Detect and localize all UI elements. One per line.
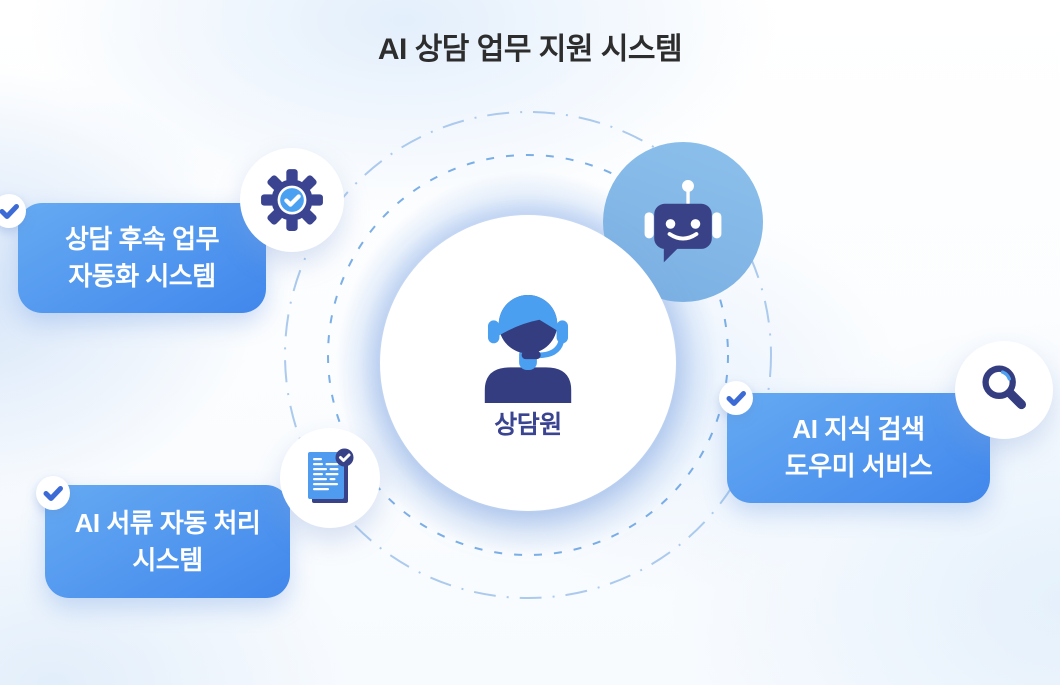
node-label-line: 상담 후속 업무 — [65, 224, 219, 254]
agent-label: 상담원 — [494, 411, 562, 439]
check-icon — [43, 486, 63, 501]
headset-agent-icon — [484, 294, 572, 403]
node-label-line: 시스템 — [132, 544, 203, 575]
node-label-line: AI 서류 자동 처리 — [74, 507, 261, 538]
node-box-document-processing: AI 서류 자동 처리 시스템 — [45, 485, 290, 598]
document-circle — [280, 428, 380, 528]
agent-circle: 상담원 — [380, 215, 676, 511]
check-badge — [36, 476, 70, 510]
check-badge — [0, 194, 26, 228]
check-badge — [719, 381, 753, 415]
check-icon — [726, 391, 746, 406]
gear-check-icon — [261, 169, 323, 231]
check-icon — [0, 204, 19, 219]
node-box-knowledge-search: AI 지식 검색 도우미 서비스 — [727, 393, 990, 503]
gear-circle — [240, 148, 344, 252]
document-check-icon — [308, 448, 354, 503]
chatbot-icon — [644, 180, 722, 263]
node-box-followup-automation: 상담 후속 업무 자동화 시스템 — [18, 203, 266, 313]
magnifier-icon — [982, 365, 1027, 410]
page-title: AI 상담 업무 지원 시스템 — [377, 33, 683, 66]
node-label-line: AI 지식 검색 — [792, 414, 925, 444]
node-label-line: 자동화 시스템 — [68, 261, 216, 291]
magnifier-circle — [955, 341, 1053, 439]
node-label-line: 도우미 서비스 — [784, 451, 933, 481]
